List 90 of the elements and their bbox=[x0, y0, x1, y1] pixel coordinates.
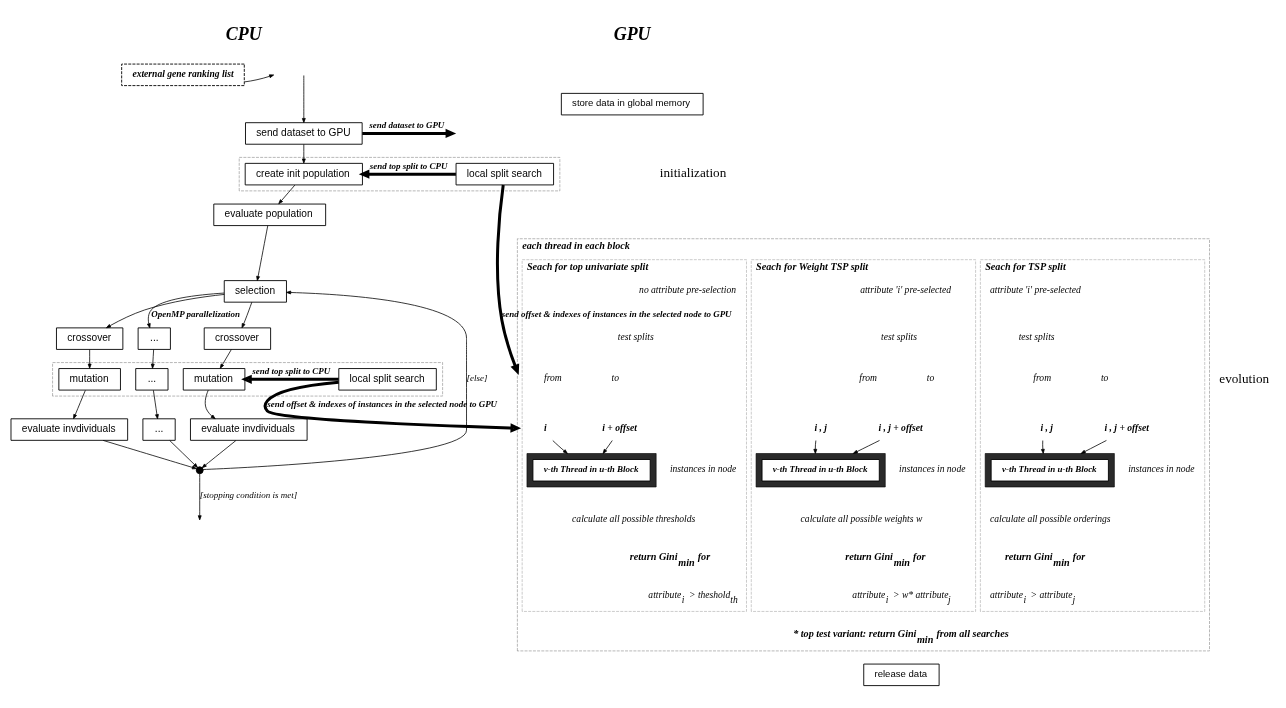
label: calculate all possible weights w bbox=[800, 512, 923, 524]
cluster bbox=[984, 452, 1115, 487]
label: from bbox=[859, 371, 877, 383]
arrow bbox=[256, 224, 269, 281]
arrow bbox=[263, 380, 522, 433]
label: attribute 'i' pre-selected bbox=[860, 283, 951, 295]
label: to bbox=[926, 371, 935, 383]
arrow bbox=[852, 439, 880, 454]
label: test splits bbox=[881, 330, 917, 342]
node-text: i , j bbox=[814, 421, 827, 433]
label: CPU bbox=[225, 23, 262, 44]
arrow bbox=[202, 290, 467, 470]
label: test splits bbox=[617, 330, 654, 342]
arrow bbox=[153, 389, 159, 419]
arrow bbox=[147, 292, 225, 328]
node-box: crossover bbox=[56, 326, 124, 350]
node-box: create init population bbox=[244, 162, 363, 185]
label: no attribute pre-selection bbox=[639, 283, 736, 295]
arrow bbox=[358, 169, 456, 179]
arrow bbox=[301, 74, 306, 123]
edge-label: OpenMP parallelization bbox=[151, 308, 240, 319]
node-box: v-th Thread in u-th Block bbox=[532, 458, 651, 481]
node-box: evaluate population bbox=[213, 203, 327, 226]
arrow bbox=[150, 348, 155, 369]
node-box: send dataset to GPU bbox=[245, 121, 363, 145]
edge-label: send top split to CPU bbox=[369, 160, 448, 171]
arrow bbox=[106, 293, 225, 328]
node-box: ... bbox=[142, 417, 176, 441]
edge-label: send top split to CPU bbox=[252, 365, 331, 376]
node-text: i bbox=[544, 421, 547, 433]
node-text: i , j + offset bbox=[878, 421, 923, 433]
node-box: selection bbox=[223, 279, 287, 303]
node-box: mutation bbox=[182, 367, 246, 391]
label: from bbox=[1033, 371, 1052, 383]
arrow bbox=[278, 184, 296, 204]
node-box: local split search bbox=[455, 162, 555, 185]
node-text: i , j bbox=[1040, 421, 1054, 433]
label: calculate all possible thresholds bbox=[572, 512, 696, 524]
arrow bbox=[201, 439, 237, 468]
node-label: instances in node bbox=[899, 462, 966, 474]
label: from bbox=[544, 371, 562, 383]
arrow bbox=[813, 439, 818, 454]
label: initialization bbox=[659, 164, 727, 180]
label: calculate all possible orderings bbox=[989, 512, 1111, 524]
node-circle bbox=[195, 465, 204, 474]
label: to bbox=[1100, 371, 1109, 383]
arrow bbox=[102, 439, 197, 469]
cluster bbox=[755, 452, 886, 487]
node-box: evaluate invdividuals bbox=[190, 417, 308, 441]
cluster bbox=[526, 452, 657, 487]
node-box: v-th Thread in u-th Block bbox=[990, 458, 1109, 481]
arrow bbox=[87, 348, 92, 369]
edge-label: [else] bbox=[466, 372, 488, 383]
node-box: local split search bbox=[338, 367, 437, 391]
node-text: i + offset bbox=[602, 421, 637, 433]
arrow bbox=[1041, 439, 1045, 454]
node-label: instances in node bbox=[669, 462, 737, 474]
node-box: external gene ranking list bbox=[121, 63, 245, 86]
edge-label: send dataset to GPU bbox=[369, 119, 445, 130]
arrow bbox=[219, 348, 232, 369]
arrow bbox=[241, 301, 253, 328]
node-box: crossover bbox=[203, 326, 272, 350]
edge-label: send offset & indexes of instances in the selected node to GPU bbox=[501, 308, 732, 319]
node-box: ... bbox=[135, 367, 169, 391]
arrow bbox=[244, 74, 275, 82]
arrow bbox=[602, 439, 613, 454]
node-box: v-th Thread in u-th Block bbox=[761, 458, 880, 481]
label: test splits bbox=[1018, 330, 1055, 342]
node-box: ... bbox=[137, 326, 171, 350]
arrow bbox=[241, 374, 339, 384]
arrow bbox=[73, 389, 86, 419]
arrow bbox=[301, 143, 306, 163]
arrow bbox=[169, 439, 198, 468]
node-box: store data in global memory bbox=[560, 92, 704, 115]
label: evolution bbox=[1219, 370, 1270, 386]
arrow bbox=[197, 472, 202, 520]
node-box: release data bbox=[863, 663, 940, 686]
label: GPU bbox=[613, 23, 651, 44]
arrow bbox=[1080, 439, 1107, 454]
label: attribute 'i' pre-selected bbox=[989, 283, 1081, 295]
arrow bbox=[495, 184, 520, 375]
arrow bbox=[362, 128, 457, 138]
label: to bbox=[611, 371, 620, 383]
edge-label: [stopping condition is met] bbox=[199, 489, 298, 500]
arrow bbox=[204, 389, 216, 419]
node-box: mutation bbox=[58, 367, 121, 391]
node-box: evaluate invdividuals bbox=[10, 417, 129, 441]
node-label: instances in node bbox=[1128, 462, 1195, 474]
arrow bbox=[552, 439, 568, 454]
node-text: i , j + offset bbox=[1104, 421, 1149, 433]
